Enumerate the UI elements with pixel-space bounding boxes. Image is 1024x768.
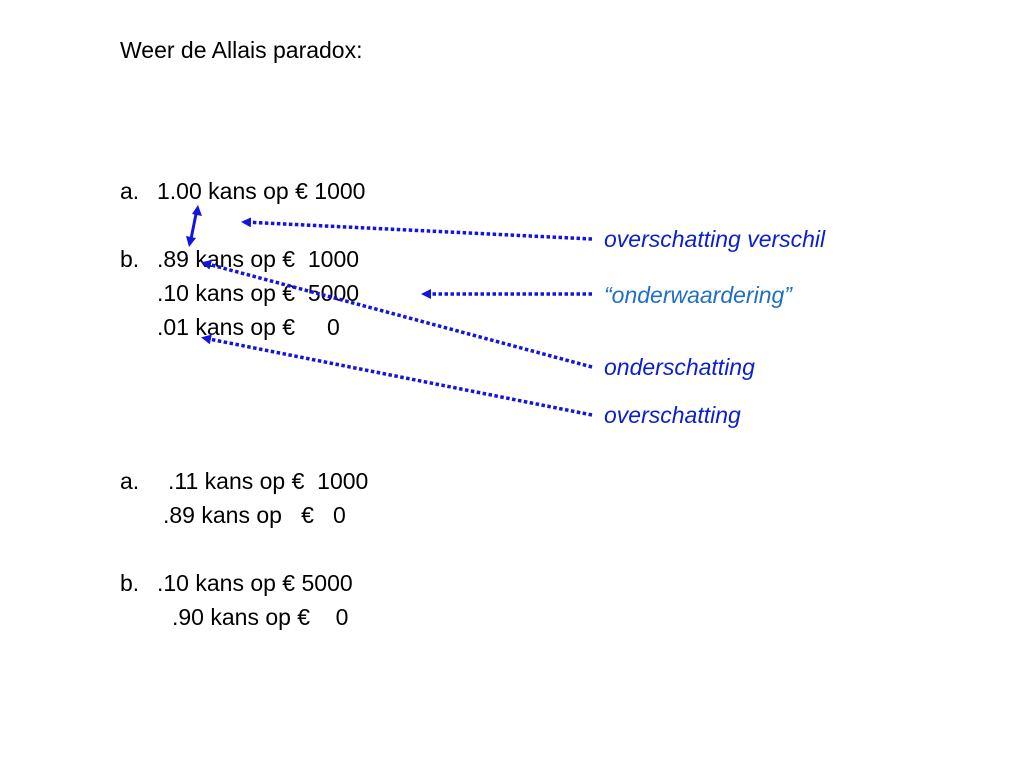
set2-a-line1: .11 kans op € 1000: [168, 468, 369, 494]
set1-b-line3: .01 kans op € 0: [157, 314, 340, 340]
set2-a-letter: a.: [120, 468, 140, 494]
arrow-overschatting-verschil: [241, 217, 593, 241]
arrow-overschatting: [201, 334, 593, 417]
label-overschatting: overschatting: [604, 402, 741, 428]
set1-a-letter: a.: [120, 178, 140, 204]
set2-a-line2: .89 kans op € 0: [163, 502, 346, 528]
label-onderschatting: onderschatting: [604, 354, 755, 380]
double-arrow-a-b: [186, 205, 202, 247]
set2-b-letter: b.: [120, 570, 140, 596]
set2-b-line1: .10 kans op € 5000: [157, 570, 353, 596]
set1-a-line1: 1.00 kans op € 1000: [157, 178, 366, 204]
set1-b-line1: .89 kans op € 1000: [157, 246, 360, 272]
set1-b-line2: .10 kans op € 5000: [157, 280, 360, 306]
label-onderwaardering: “onderwaardering”: [604, 282, 792, 308]
slide-title: Weer de Allais paradox:: [120, 37, 363, 63]
set1-b-letter: b.: [120, 246, 140, 272]
label-overschatting-verschil: overschatting verschil: [604, 226, 826, 252]
set2-b-line2: .90 kans op € 0: [172, 604, 349, 630]
